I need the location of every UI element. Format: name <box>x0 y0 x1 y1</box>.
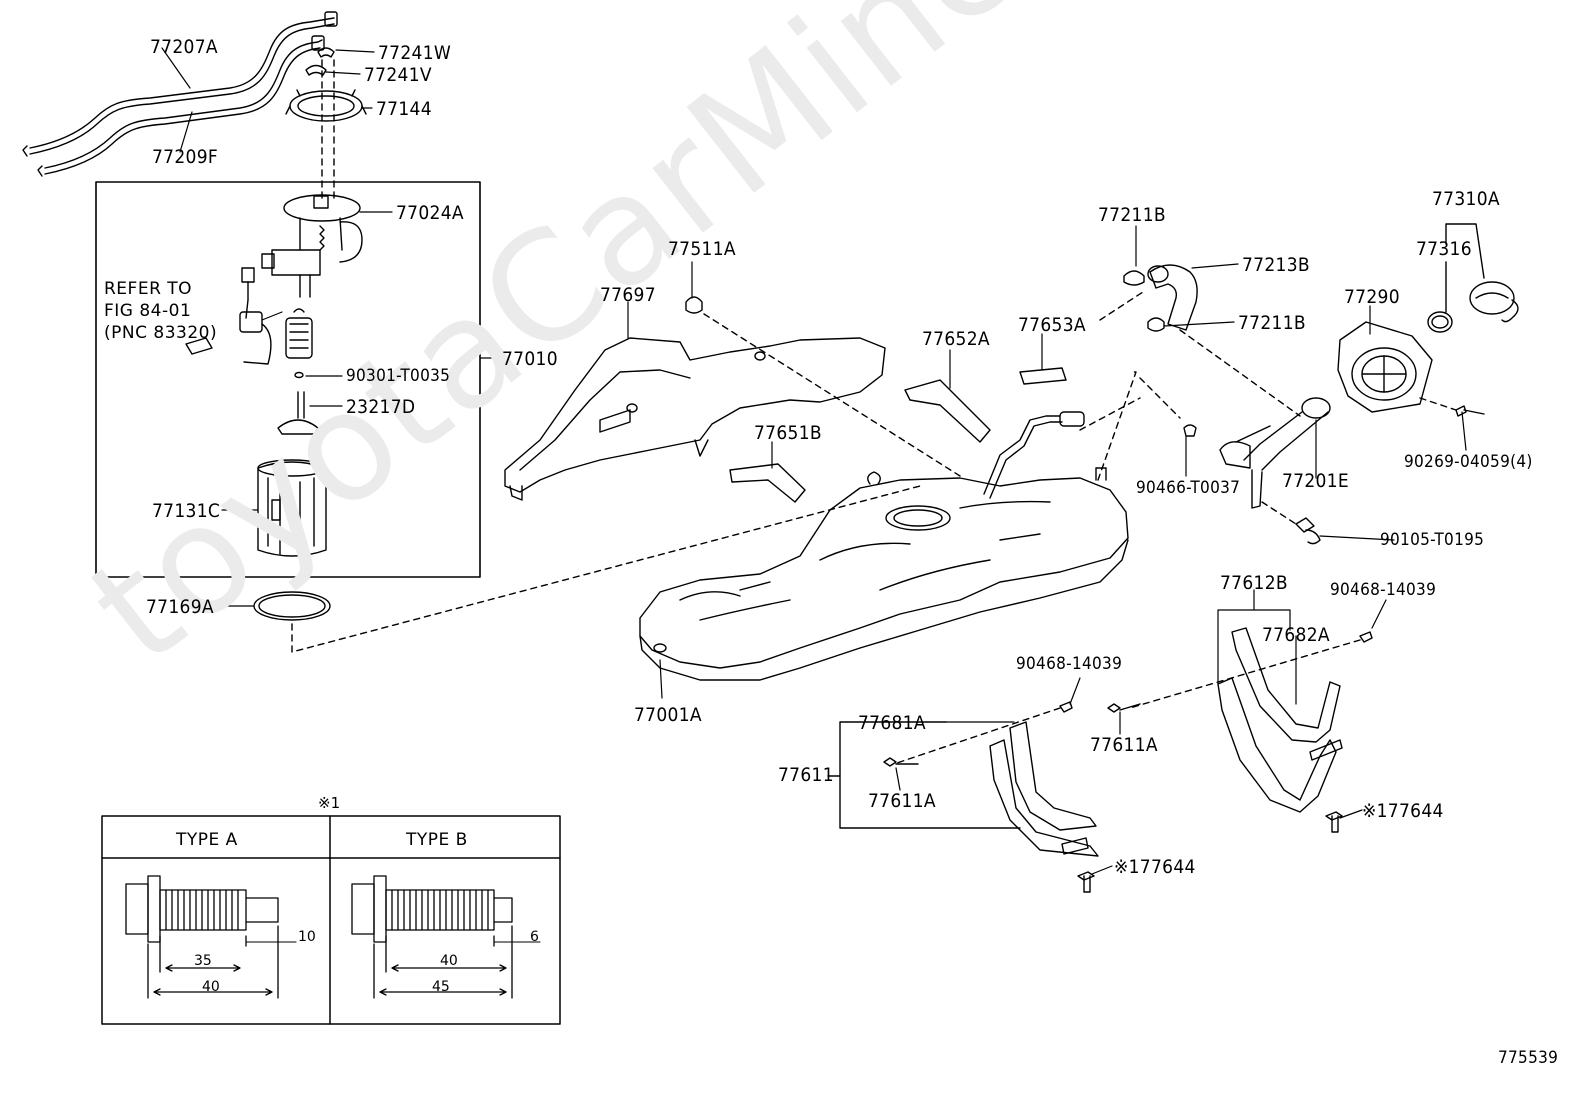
refer-note: REFER TO FIG 84-01 (PNC 83320) <box>104 279 218 343</box>
label-77611A-left[interactable]: 77611A <box>868 790 936 812</box>
pump-retainer-parts <box>285 47 367 122</box>
label-90105-T0195[interactable]: 90105-T0195 <box>1380 530 1485 550</box>
tank-connection-lines <box>703 289 1457 765</box>
type-b-dim-40: 40 <box>440 953 458 969</box>
label-77682A[interactable]: 77682A <box>1262 624 1330 646</box>
tank-protector-77697 <box>504 337 886 501</box>
label-77169A[interactable]: 77169A <box>146 596 214 618</box>
fuel-sender-gauge <box>185 267 272 365</box>
assembly-axis <box>321 59 335 201</box>
label-77241W[interactable]: 77241W <box>378 42 452 64</box>
fuel-hose-77213B <box>1123 264 1198 332</box>
pad-77653A <box>1019 367 1067 385</box>
type-a-bolt <box>125 875 297 999</box>
filler-pipe-77201E <box>1183 397 1331 509</box>
type-a-title: TYPE A <box>176 830 238 850</box>
label-90468-14039-mid[interactable]: 90468-14039 <box>1016 654 1123 674</box>
label-77290[interactable]: 77290 <box>1344 286 1400 308</box>
fuel-pump-filter-23217D <box>277 391 319 435</box>
label-90468-14039-right[interactable]: 90468-14039 <box>1330 580 1437 600</box>
label-77651B[interactable]: 77651B <box>754 422 822 444</box>
type-b-bolt <box>351 875 541 999</box>
type-b-title: TYPE B <box>406 830 468 850</box>
fuel-pump-module <box>261 194 363 298</box>
label-77209F[interactable]: 77209F <box>152 146 218 168</box>
clip-90468-right <box>1359 631 1373 643</box>
fuel-tank-77001A <box>639 411 1129 681</box>
label-77697[interactable]: 77697 <box>600 284 656 306</box>
band-group-bracket <box>839 721 1021 829</box>
gasket-inner <box>258 594 326 618</box>
bolt-77611A-right <box>1107 703 1141 713</box>
filler-housing-77290 <box>1337 321 1433 413</box>
type-b-dim-6: 6 <box>530 929 539 945</box>
pad-77651B <box>729 463 806 503</box>
label-77001A[interactable]: 77001A <box>634 704 702 726</box>
label-23217D[interactable]: 23217D <box>346 396 416 418</box>
type-b-dim-45: 45 <box>432 979 450 995</box>
label-77653A[interactable]: 77653A <box>1018 314 1086 336</box>
label-77213B[interactable]: 77213B <box>1242 254 1310 276</box>
filler-cap-77310A <box>1427 281 1519 333</box>
bolt-90105 <box>1295 517 1321 545</box>
fuel-line-assembly <box>22 11 338 177</box>
tank-band-77681A <box>989 721 1099 857</box>
fuel-suction-cup-77131C <box>257 459 327 557</box>
bolt-77644-mid <box>1077 871 1095 893</box>
inset-note-mark: ※1 <box>318 794 341 812</box>
type-a-dim-35: 35 <box>194 953 212 969</box>
pad-77652A <box>904 379 991 443</box>
label-77681A[interactable]: 77681A <box>858 712 926 734</box>
clip-90468-mid <box>1059 701 1073 713</box>
label-77652A[interactable]: 77652A <box>922 328 990 350</box>
cap-bracket <box>1445 223 1485 279</box>
label-90269-04059[interactable]: 90269-04059(4) <box>1404 452 1533 472</box>
label-77612B[interactable]: 77612B <box>1220 572 1288 594</box>
label-77316[interactable]: 77316 <box>1416 238 1472 260</box>
label-77310A[interactable]: 77310A <box>1432 188 1500 210</box>
tank-band-77612B <box>1217 627 1343 813</box>
type-a-dim-10: 10 <box>298 929 316 945</box>
label-90466-T0037[interactable]: 90466-T0037 <box>1136 478 1241 498</box>
label-77201E[interactable]: 77201E <box>1282 470 1349 492</box>
label-77211B-mid[interactable]: 77211B <box>1238 312 1306 334</box>
label-77644-mid[interactable]: ※177644 <box>1114 856 1196 878</box>
label-77010[interactable]: 77010 <box>502 348 558 370</box>
label-77241V[interactable]: 77241V <box>364 64 432 86</box>
label-77144[interactable]: 77144 <box>376 98 432 120</box>
fuel-filter <box>285 308 313 379</box>
gasket-assembly-line <box>291 485 921 653</box>
inset-bolt-types <box>101 815 561 1025</box>
bolt-77644-right <box>1325 811 1343 833</box>
label-77511A[interactable]: 77511A <box>668 238 736 260</box>
label-77611[interactable]: 77611 <box>778 764 834 786</box>
bolt-77611A-left <box>883 757 919 767</box>
leader-lines <box>161 47 1467 875</box>
label-77024A[interactable]: 77024A <box>396 202 464 224</box>
screw-90269 <box>1455 405 1485 417</box>
label-77611A-right[interactable]: 77611A <box>1090 734 1158 756</box>
label-77131C[interactable]: 77131C <box>152 500 221 522</box>
fuel-pump-assembly-box <box>95 181 481 578</box>
label-77207A[interactable]: 77207A <box>150 36 218 58</box>
clip-77511A <box>685 296 703 314</box>
label-90301-T0035[interactable]: 90301-T0035 <box>346 366 451 386</box>
figure-id: 775539 <box>1498 1048 1559 1068</box>
label-77644-right[interactable]: ※177644 <box>1362 800 1444 822</box>
type-a-dim-40: 40 <box>202 979 220 995</box>
label-77211B-top[interactable]: 77211B <box>1098 204 1166 226</box>
